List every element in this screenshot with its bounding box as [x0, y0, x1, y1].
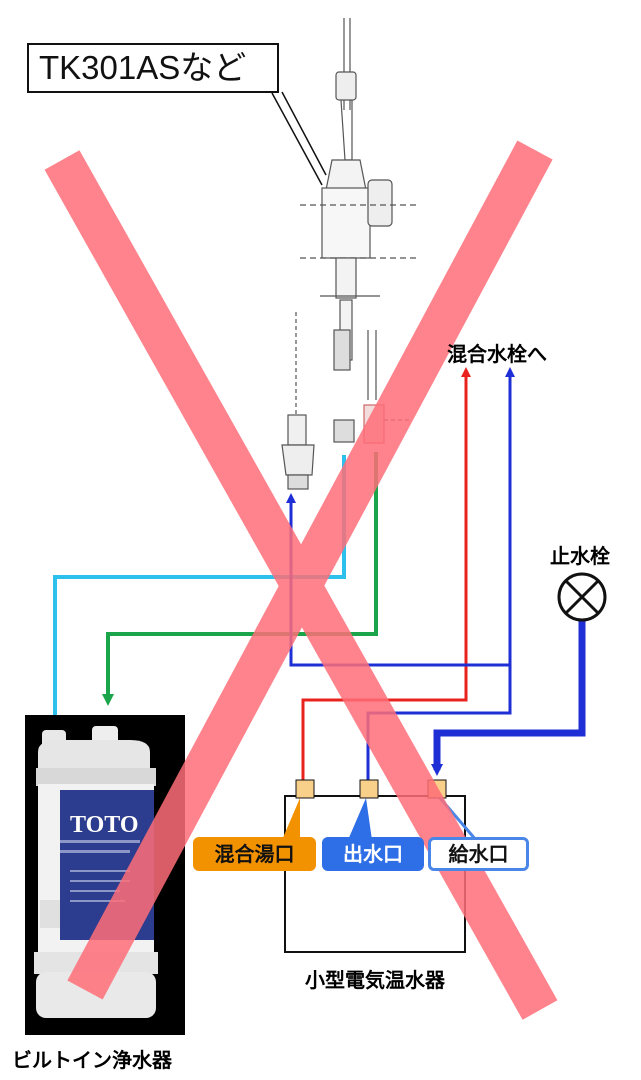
water-heater-label: 小型電気温水器: [305, 968, 445, 992]
faucet-drawing: [281, 18, 420, 490]
outlet-pipe: [366, 367, 515, 786]
filtered-out-pipe: [102, 452, 378, 706]
hot-mix-port-icon: [295, 779, 315, 799]
outlet-tag-pointer: [348, 798, 372, 840]
stop-valve-symbol: [557, 572, 607, 622]
hot-mix-port-tag: 混合湯口: [193, 837, 316, 871]
outlet-port-icon: [359, 779, 379, 799]
inlet-port-tag: 給水口: [428, 837, 529, 871]
callout-pointer: [271, 91, 327, 186]
purifier-brand-text: TOTO: [70, 812, 138, 838]
outlet-port-tag: 出水口: [322, 837, 424, 871]
purifier-label: ビルトイン浄水器: [12, 1048, 172, 1072]
hot-tag-pointer: [282, 798, 300, 840]
stop-valve-label: 止水栓: [550, 544, 610, 568]
to-mixing-faucet-label: 混合水栓へ: [447, 342, 547, 366]
faucet-model-label: TK301ASなど: [27, 43, 279, 93]
supply-pipe: [431, 620, 586, 776]
